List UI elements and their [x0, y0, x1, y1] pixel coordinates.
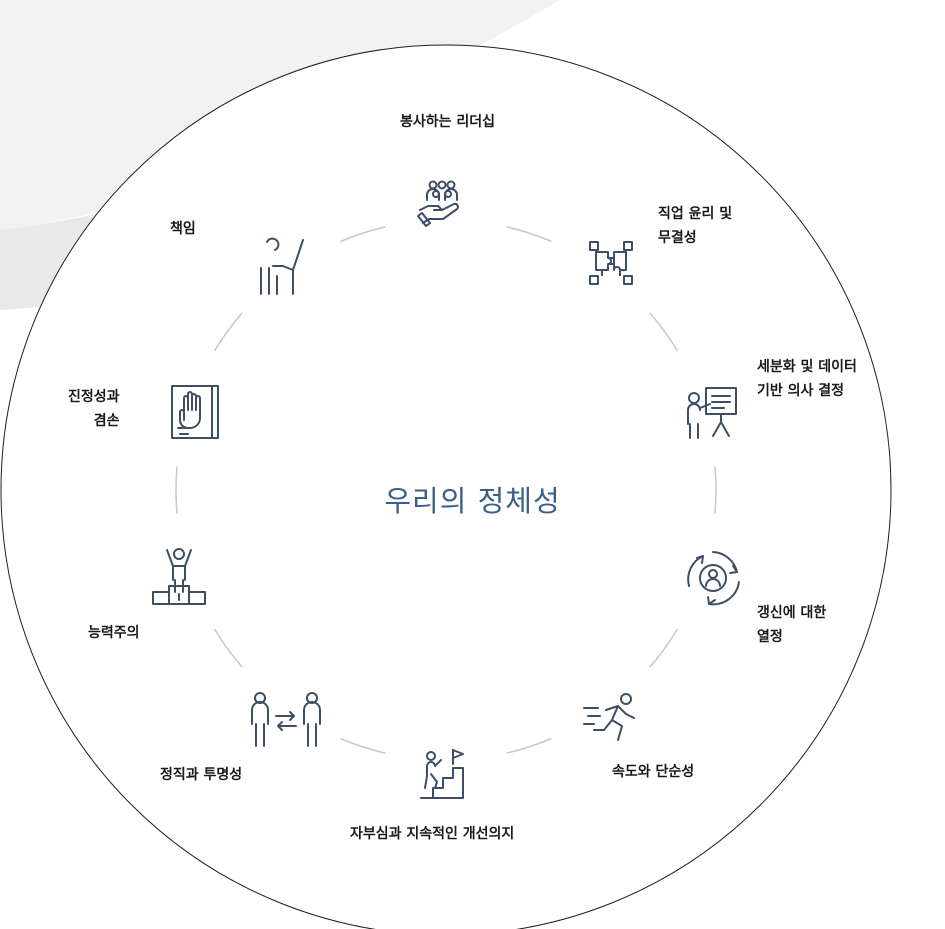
- climbing-stairs-icon: [417, 746, 467, 802]
- dashed-ring: [175, 226, 717, 754]
- label-meritocracy: 능력주의: [88, 625, 140, 641]
- label-servant-leadership: 봉사하는 리더십: [400, 114, 496, 130]
- label-pride-improvement: 자부심과 지속적인 개선의지: [350, 826, 515, 842]
- center-title: 우리의 정체성: [384, 484, 561, 518]
- puzzle-team-icon: [586, 238, 638, 290]
- ring-segment: [649, 628, 679, 668]
- ring-segment: [340, 226, 386, 243]
- label-speed-simplicity: 속도와 단순성: [612, 764, 695, 780]
- ring-segment: [213, 312, 243, 352]
- ring-segment: [175, 466, 178, 514]
- winner-podium-icon: [151, 546, 207, 606]
- ring-segment: [649, 312, 679, 352]
- hand-on-book-icon: [168, 384, 222, 442]
- ring-segment: [506, 737, 552, 754]
- raised-hand-icon: [255, 236, 311, 296]
- outer-circle: [0, 44, 892, 929]
- ring-segment: [714, 466, 717, 514]
- running-person-icon: [582, 692, 640, 744]
- presentation-board-icon: [684, 384, 742, 442]
- person-cycle-icon: [683, 548, 743, 608]
- label-honesty-transparency: 정직과 투명성: [160, 767, 243, 783]
- ring-segment: [213, 628, 243, 668]
- people-in-hand-icon: [416, 178, 468, 230]
- ring-segment: [340, 737, 386, 754]
- two-people-exchange-icon: [246, 690, 326, 750]
- ring-segment: [506, 226, 552, 243]
- label-responsibility: 책임: [170, 221, 196, 237]
